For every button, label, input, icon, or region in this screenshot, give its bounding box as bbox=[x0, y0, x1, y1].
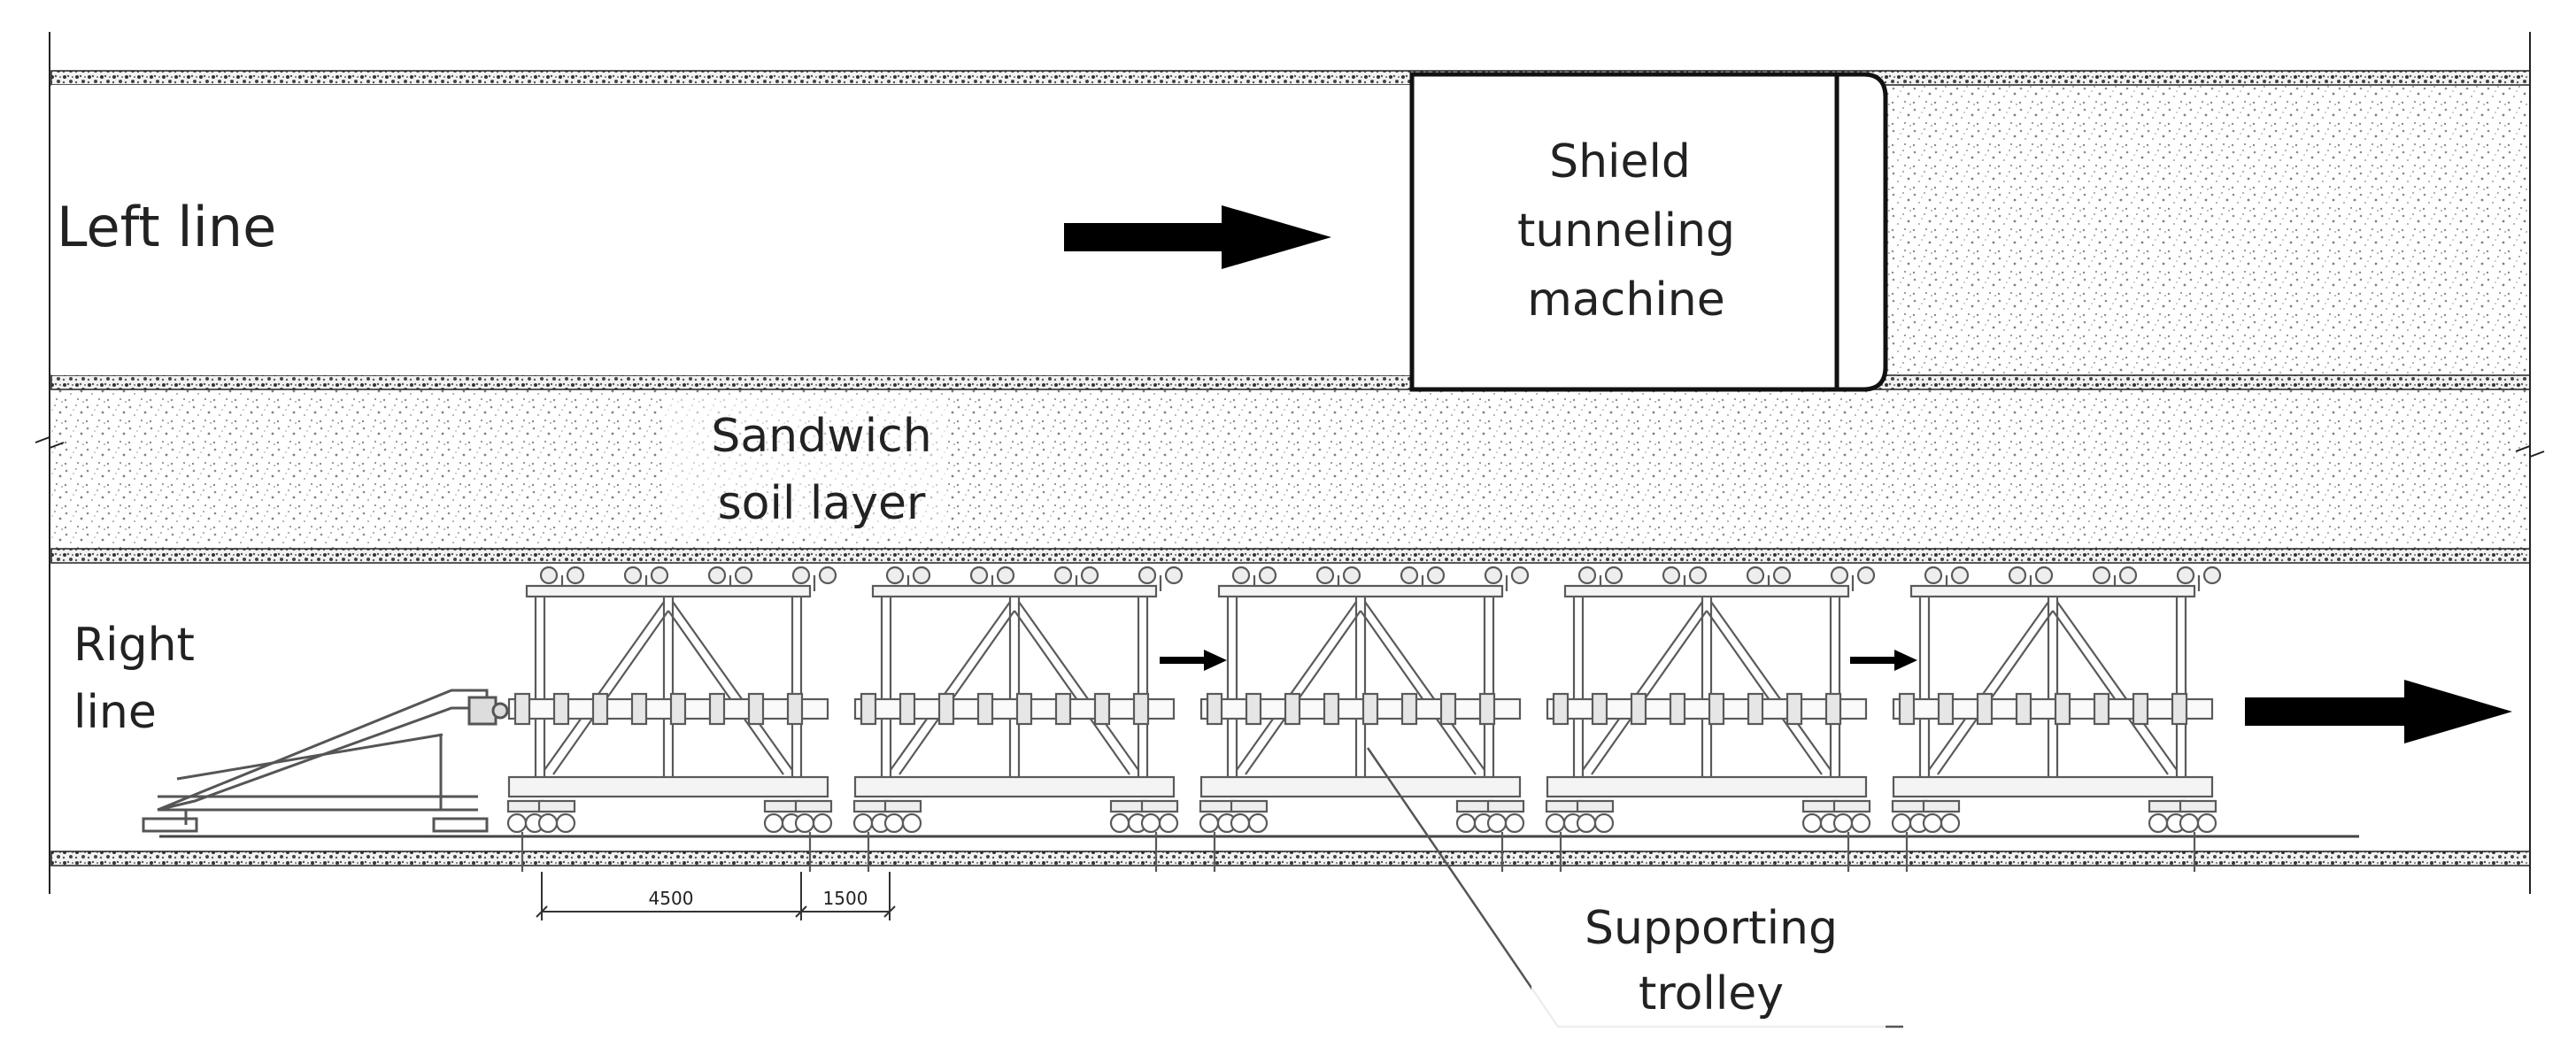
left-line-top-lining bbox=[50, 70, 2531, 86]
shield-label-line2: tunneling bbox=[1517, 204, 1735, 258]
sandwich-label-line2: soil layer bbox=[718, 477, 926, 530]
soil-ahead-of-shield bbox=[1877, 73, 2530, 382]
left-line-bottom-lining bbox=[50, 374, 2531, 390]
supporting-trolley bbox=[852, 566, 1184, 872]
trolley-label-line2: trolley bbox=[1639, 967, 1784, 1020]
right-line-advance-arrow bbox=[2245, 680, 2512, 743]
dimension-4500: 4500 bbox=[649, 888, 694, 909]
shield-label-line3: machine bbox=[1527, 273, 1724, 327]
supporting-trolley bbox=[1891, 566, 2222, 872]
right-line-label-line2: line bbox=[73, 686, 157, 739]
small-arrow-2 bbox=[1850, 650, 1917, 671]
tow-ramp bbox=[142, 689, 509, 833]
dimension-1500: 1500 bbox=[823, 888, 868, 909]
sandwich-label-line1: Sandwich bbox=[711, 410, 931, 463]
supporting-trolley bbox=[1199, 566, 1530, 872]
right-line-top-lining bbox=[50, 548, 2531, 564]
supporting-trolley bbox=[506, 566, 837, 872]
soil-regions bbox=[51, 73, 2530, 549]
dimension-lines bbox=[536, 872, 896, 920]
shield-label-line1: Shield bbox=[1549, 135, 1691, 189]
trolley-label-line1: Supporting bbox=[1585, 902, 1838, 955]
right-line-label-line1: Right bbox=[73, 619, 195, 672]
section-boundaries bbox=[35, 32, 2545, 894]
left-line-advance-arrow bbox=[1064, 205, 1331, 269]
supporting-trolley bbox=[1545, 566, 1876, 872]
shield-tunneling-machine: Shield tunneling machine bbox=[1409, 72, 1888, 392]
left-line-label: Left line bbox=[57, 195, 276, 259]
right-line-bottom-lining bbox=[50, 851, 2531, 866]
supporting-trolleys bbox=[506, 566, 2222, 872]
direction-arrows bbox=[1064, 205, 2512, 743]
sandwich-soil-layer bbox=[51, 389, 2530, 549]
small-arrow-1 bbox=[1160, 650, 1227, 671]
